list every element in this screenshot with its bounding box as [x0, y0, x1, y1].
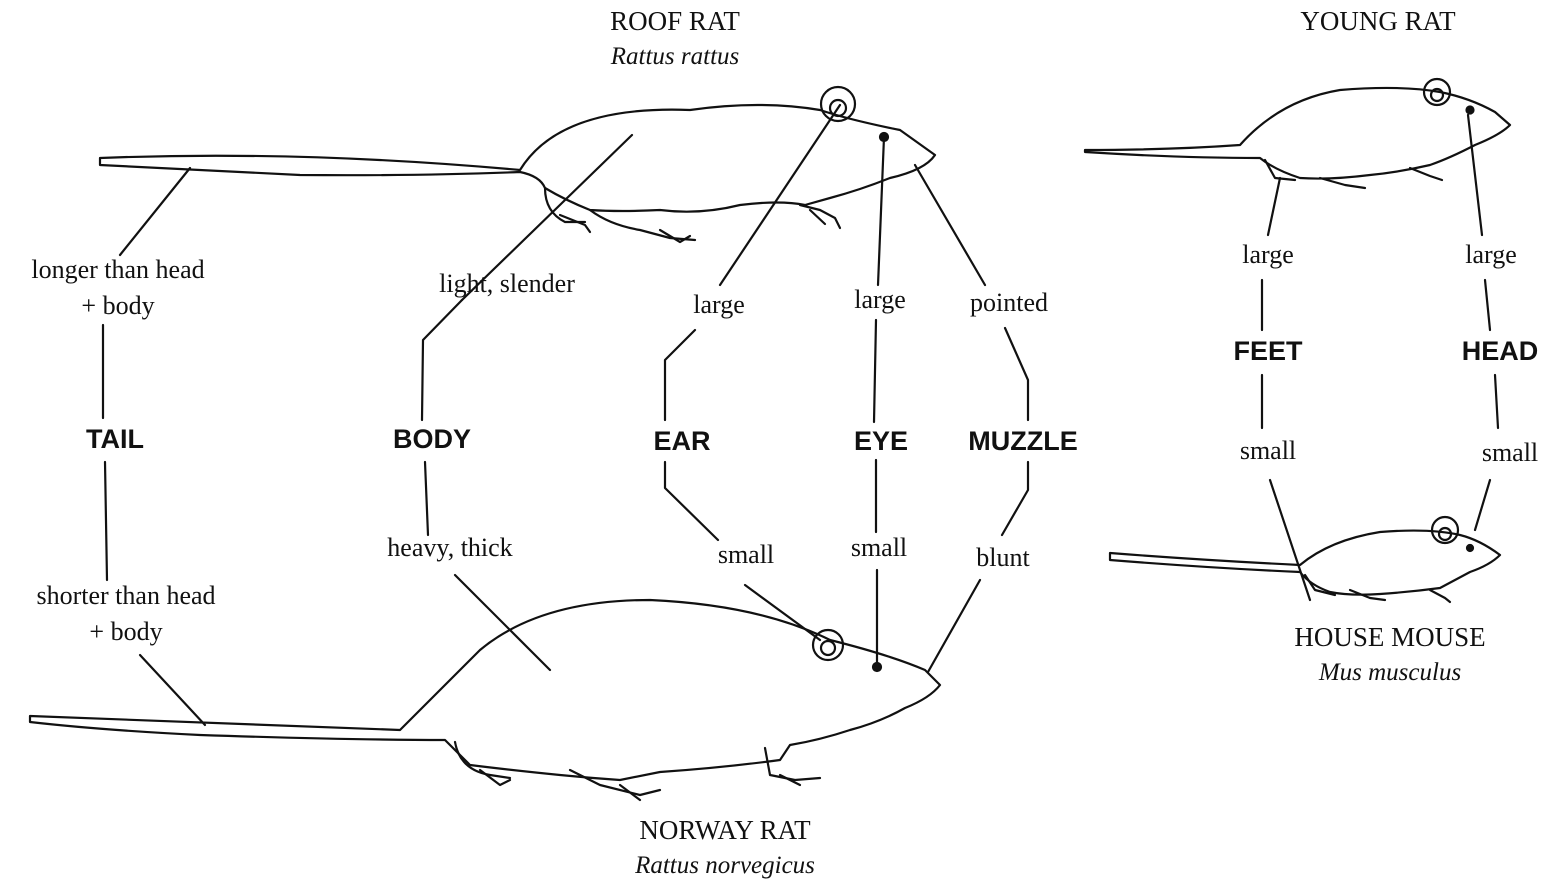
young-rat-title: YOUNG RAT: [1300, 8, 1455, 35]
house-mouse-latin: Mus musculus: [1319, 660, 1461, 685]
muzzle-norway-text: blunt: [976, 545, 1029, 571]
body-roof-text: light, slender: [439, 271, 575, 297]
eye-roof-text: large: [854, 287, 906, 313]
young-rat-illustration: [1085, 79, 1510, 188]
tail-feature-label: TAIL: [86, 426, 144, 453]
roof-rat-latin: Rattus rattus: [611, 44, 740, 69]
norway-rat-illustration: [30, 600, 940, 800]
ear-feature-label: EAR: [653, 428, 710, 455]
tail-norway-text-2: + body: [89, 619, 162, 645]
ear-roof-text: large: [693, 292, 745, 318]
feet-mouse-text: small: [1240, 438, 1296, 464]
muzzle-roof-text: pointed: [970, 290, 1048, 316]
house-mouse-illustration: [1110, 517, 1500, 602]
connector-lines: [103, 105, 1498, 725]
body-feature-label: BODY: [393, 426, 471, 453]
feet-young-text: large: [1242, 242, 1294, 268]
feet-feature-label: FEET: [1233, 338, 1302, 365]
norway-rat-latin: Rattus norvegicus: [635, 853, 815, 878]
head-mouse-text: small: [1482, 440, 1538, 466]
eye-feature-label: EYE: [854, 428, 908, 455]
tail-roof-text-2: + body: [81, 293, 154, 319]
roof-rat-illustration: [100, 87, 935, 242]
eye-norway-text: small: [851, 535, 907, 561]
tail-roof-text: longer than head: [31, 257, 204, 283]
body-norway-text: heavy, thick: [387, 535, 512, 561]
roof-rat-title: ROOF RAT: [610, 8, 740, 35]
muzzle-feature-label: MUZZLE: [968, 428, 1077, 455]
head-feature-label: HEAD: [1462, 338, 1539, 365]
head-young-text: large: [1465, 242, 1517, 268]
house-mouse-title: HOUSE MOUSE: [1294, 624, 1485, 651]
norway-rat-title: NORWAY RAT: [639, 817, 810, 844]
tail-norway-text: shorter than head: [36, 583, 215, 609]
ear-norway-text: small: [718, 542, 774, 568]
